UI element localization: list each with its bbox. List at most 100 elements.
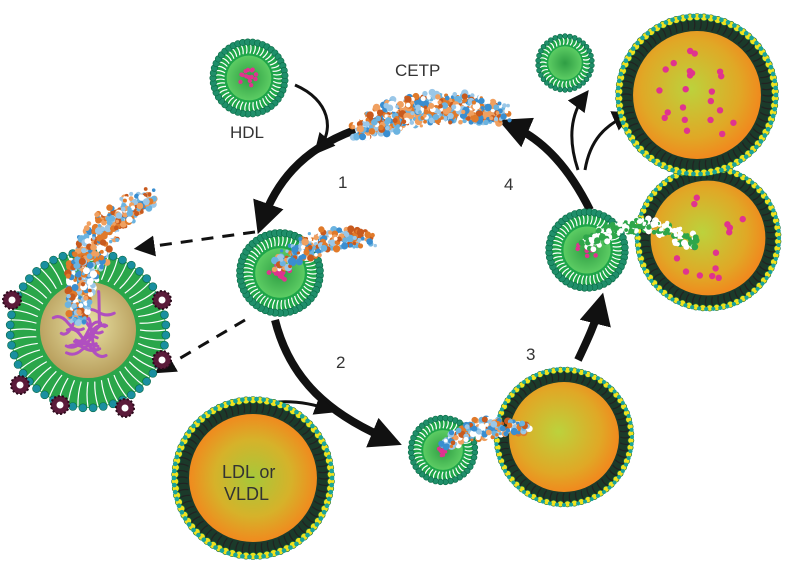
cetp-atom [100, 239, 107, 246]
cetp-atom [405, 102, 411, 108]
cholesteryl-ester [253, 72, 259, 77]
cetp-atom [493, 104, 500, 111]
lipid-tail [673, 177, 680, 188]
lipid-head [580, 40, 586, 46]
cetp-atom [368, 128, 376, 135]
lipid-head [641, 266, 647, 271]
lipid-head [503, 400, 508, 406]
apolipoprotein-center [8, 296, 16, 304]
cetp-atom [278, 257, 284, 262]
lipid-head [148, 282, 158, 291]
cetp-atom [677, 230, 684, 237]
cetp-atom [115, 237, 120, 243]
cholesteryl-ester [245, 67, 251, 73]
lipid-head [768, 64, 774, 70]
cetp-atom [271, 266, 278, 272]
lipid-head [535, 57, 541, 64]
cetp-atom [73, 278, 77, 282]
cetp-atom [451, 104, 457, 110]
lipid-head [616, 106, 622, 112]
cetp-atom [378, 124, 384, 131]
cetp-atom [317, 253, 322, 258]
cetp-atom [392, 118, 398, 124]
arrow-cetp-to-complex [253, 126, 357, 235]
lipid-head [536, 67, 542, 74]
cetp-atom [108, 239, 113, 244]
cetp-atom [81, 319, 87, 325]
lipid-tail [744, 283, 752, 293]
hdl-cetp-detail-view [2, 247, 172, 418]
cholesteryl-ester [248, 83, 254, 88]
lipid-head [534, 372, 539, 377]
cetp-atom [122, 212, 128, 218]
lipid-head [670, 174, 675, 179]
lipid-tail [500, 453, 511, 458]
cetp-atom [616, 220, 623, 227]
lipid-head [326, 454, 332, 460]
cetp-atom [314, 252, 318, 257]
cetp-atom [372, 103, 381, 112]
cetp-atom [373, 243, 377, 248]
lipid-head [586, 48, 592, 54]
lipid-head [516, 384, 521, 389]
cholesteryl-ester [691, 200, 698, 208]
lipid-tail [729, 173, 734, 184]
lipid-tail [752, 275, 762, 283]
cetp-atom [143, 187, 148, 191]
lipid-tail [569, 371, 573, 382]
lipid-tail [138, 309, 163, 318]
lipid-tail [40, 268, 57, 290]
lipid-head [191, 527, 196, 533]
lipid-head [5, 330, 15, 340]
lipid-tail [728, 292, 734, 303]
cetp-atom [313, 234, 319, 241]
cetp-atom [307, 254, 315, 262]
lipid-tail [113, 263, 128, 286]
cetp-atom [97, 223, 102, 228]
cetp-atom [105, 245, 113, 253]
dashed-arrow-lower [154, 318, 246, 374]
cholesteryl-ester [726, 229, 733, 236]
cetp-atom [420, 96, 426, 102]
lipid-tail [605, 392, 614, 400]
cetp-atom [301, 238, 309, 246]
cetp-atom [105, 216, 111, 222]
lipid-head [191, 423, 196, 429]
cetp-atom [476, 429, 482, 435]
lipid-head [329, 475, 335, 481]
small-hdl-product [535, 33, 595, 93]
lipid-head [268, 552, 273, 558]
lipid-head [719, 17, 724, 23]
lipid-head [658, 289, 664, 294]
cetp-atom [471, 425, 478, 432]
cetp-atom [357, 243, 364, 249]
lipid-head [142, 377, 151, 386]
cetp-atom [519, 420, 526, 427]
step-1-label: 1 [338, 173, 347, 192]
cetp-atom [497, 101, 502, 106]
cetp-atom [98, 254, 105, 261]
lipid-head [142, 274, 151, 283]
cholesteryl-ester [682, 85, 689, 93]
lipid-head [776, 228, 781, 234]
cetp-atom [493, 116, 499, 122]
lipid-head [684, 14, 689, 20]
cetp-atom [448, 429, 455, 436]
lipid-head [561, 366, 567, 372]
lipid-head [219, 548, 225, 553]
lipid-tail [77, 381, 82, 407]
cetp-atom [395, 105, 399, 109]
cetp-atom [95, 217, 102, 224]
cetp-atom [436, 109, 442, 115]
lipid-head [294, 541, 299, 547]
cetp-atom [438, 103, 443, 109]
cetp-atom [86, 221, 92, 226]
lipid-head [771, 263, 776, 268]
lipid-tail [100, 255, 109, 281]
lipid-tail [100, 380, 109, 405]
lipid-head [562, 33, 568, 39]
cetp-atom [471, 416, 478, 424]
lipid-tail [20, 355, 44, 369]
lipid-head [664, 178, 669, 183]
arrows [133, 83, 634, 448]
